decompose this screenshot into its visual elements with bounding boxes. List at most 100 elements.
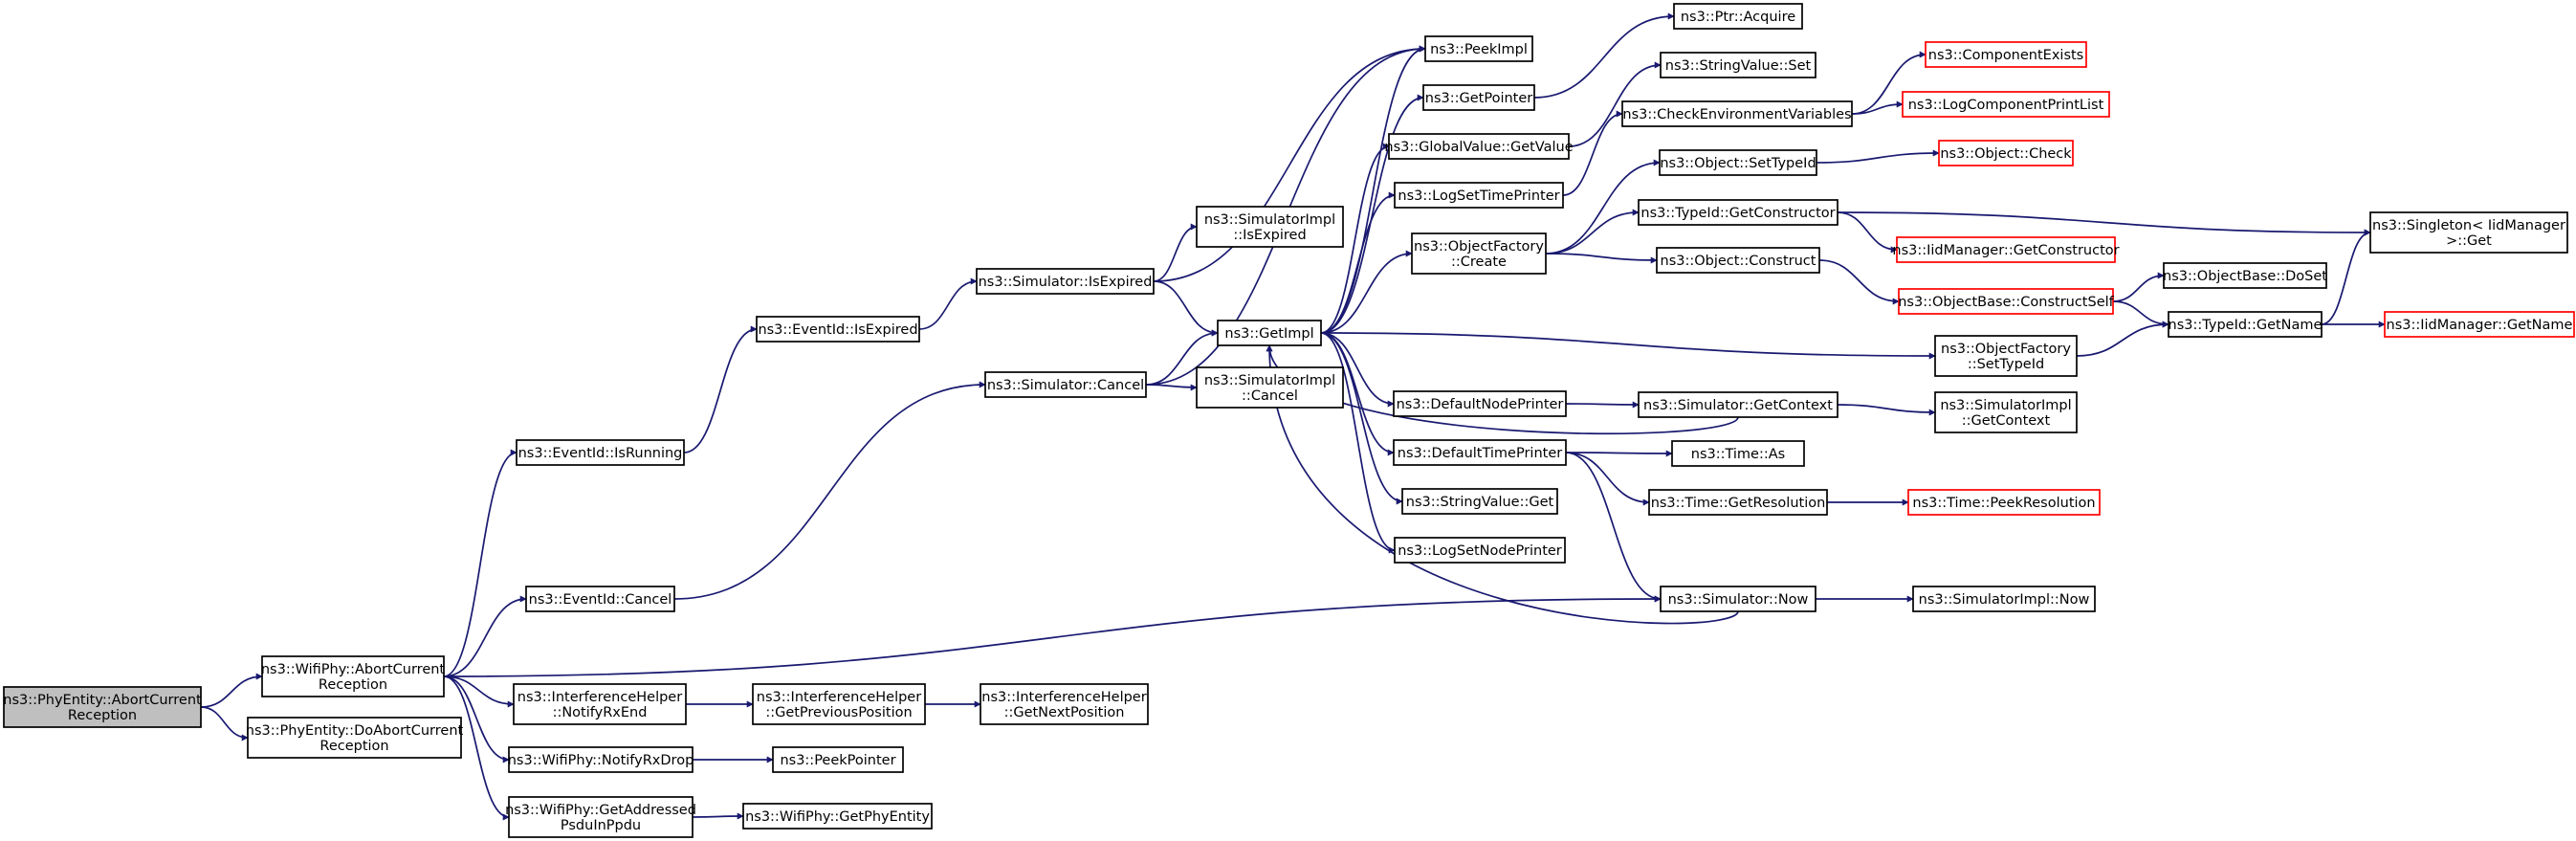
node-ih-getprev[interactable]: ns3::InterferenceHelper::GetPreviousPosi… <box>752 683 926 725</box>
node-box[interactable] <box>1925 41 2087 68</box>
node-box[interactable] <box>2369 211 2568 254</box>
node-box[interactable] <box>1660 52 1816 78</box>
node-box[interactable] <box>1671 440 1805 467</box>
node-box[interactable] <box>1659 149 1817 176</box>
node-box[interactable] <box>1638 391 1838 418</box>
node-sim-cancel[interactable]: ns3::Simulator::Cancel <box>984 371 1147 398</box>
node-box[interactable] <box>261 655 445 697</box>
node-box[interactable] <box>1898 288 2114 315</box>
node-objbase-doset[interactable]: ns3::ObjectBase::DoSet <box>2163 262 2327 289</box>
node-sim-expired[interactable]: ns3::Simulator::IsExpired <box>976 268 1155 295</box>
node-box[interactable] <box>1393 439 1567 466</box>
node-compexists[interactable]: ns3::ComponentExists <box>1925 41 2087 68</box>
node-box[interactable] <box>1394 537 1566 564</box>
node-box[interactable] <box>516 439 685 466</box>
node-evt-expired[interactable]: ns3::EventId::IsExpired <box>756 316 920 343</box>
node-defnodeprinter[interactable]: ns3::DefaultNodePrinter <box>1393 390 1567 417</box>
node-of-settypeid[interactable]: ns3::ObjectFactory::SetTypeId <box>1934 335 2078 377</box>
node-typeid-getctor[interactable]: ns3::TypeId::GetConstructor <box>1638 199 1838 226</box>
node-box[interactable] <box>1196 366 1344 409</box>
node-box[interactable] <box>1388 133 1570 160</box>
node-box[interactable] <box>980 683 1149 725</box>
node-singleton-get[interactable]: ns3::Singleton< IidManager >::Get <box>2369 211 2568 254</box>
node-strval-get[interactable]: ns3::StringValue::Get <box>1401 488 1558 515</box>
node-box[interactable] <box>1621 100 1853 127</box>
node-box[interactable] <box>247 717 462 759</box>
node-box[interactable] <box>1896 236 2116 263</box>
node-box[interactable] <box>1196 206 1344 248</box>
node-checkenv[interactable]: ns3::CheckEnvironmentVariables <box>1621 100 1853 127</box>
node-simimpl-now[interactable]: ns3::SimulatorImpl::Now <box>1912 586 2096 612</box>
node-box[interactable] <box>1648 489 1828 516</box>
node-box[interactable] <box>756 316 920 343</box>
node-box[interactable] <box>513 683 687 725</box>
node-obj-settypeid[interactable]: ns3::Object::SetTypeId <box>1659 149 1817 176</box>
node-box[interactable] <box>984 371 1147 398</box>
node-evt-cancel[interactable]: ns3::EventId::Cancel <box>525 586 675 612</box>
node-box[interactable] <box>1907 489 2101 516</box>
node-ih-notify[interactable]: ns3::InterferenceHelper::NotifyRxEnd <box>513 683 687 725</box>
node-time-as[interactable]: ns3::Time::As <box>1671 440 1805 467</box>
node-obj-check[interactable]: ns3::Object::Check <box>1938 140 2074 166</box>
node-getpointer[interactable]: ns3::GetPointer <box>1422 84 1535 111</box>
node-simimpl-expired[interactable]: ns3::SimulatorImpl::IsExpired <box>1196 206 1344 248</box>
node-strval-set[interactable]: ns3::StringValue::Set <box>1660 52 1816 78</box>
node-getimpl[interactable]: ns3::GetImpl <box>1217 320 1322 346</box>
node-evt-running[interactable]: ns3::EventId::IsRunning <box>516 439 685 466</box>
node-time-peekres[interactable]: ns3::Time::PeekResolution <box>1907 489 2101 516</box>
node-box[interactable] <box>1912 586 2096 612</box>
node-iid-getname[interactable]: ns3::IidManager::GetName <box>2384 311 2575 338</box>
node-box[interactable] <box>2168 311 2323 338</box>
node-box[interactable] <box>1401 488 1558 515</box>
node-box[interactable] <box>1902 91 2110 118</box>
node-box[interactable] <box>508 746 694 773</box>
node-logcompprint[interactable]: ns3::LogComponentPrintList <box>1902 91 2110 118</box>
node-box[interactable] <box>1938 140 2074 166</box>
node-box[interactable] <box>1424 35 1533 62</box>
node-box[interactable] <box>1638 199 1838 226</box>
node-box[interactable] <box>1656 247 1820 274</box>
node-box[interactable] <box>1422 84 1535 111</box>
node-simimpl-cancel[interactable]: ns3::SimulatorImpl::Cancel <box>1196 366 1344 409</box>
node-typeid-getname[interactable]: ns3::TypeId::GetName <box>2168 311 2323 338</box>
node-of-create[interactable]: ns3::ObjectFactory::Create <box>1411 232 1547 275</box>
node-box[interactable] <box>752 683 926 725</box>
node-sim-getcontext[interactable]: ns3::Simulator::GetContext <box>1638 391 1838 418</box>
node-box[interactable] <box>1660 586 1816 612</box>
node-box[interactable] <box>1394 182 1564 209</box>
node-box[interactable] <box>1217 320 1322 346</box>
node-deftimeprinter[interactable]: ns3::DefaultTimePrinter <box>1393 439 1567 466</box>
node-box[interactable] <box>976 268 1155 295</box>
node-simimpl-getcontext[interactable]: ns3::SimulatorImpl::GetContext <box>1934 391 2078 433</box>
node-box[interactable] <box>742 803 933 830</box>
node-ptr-acquire[interactable]: ns3::Ptr::Acquire <box>1673 3 1803 30</box>
node-obj-construct[interactable]: ns3::Object::Construct <box>1656 247 1820 274</box>
node-box[interactable] <box>772 746 904 773</box>
node-box[interactable] <box>1411 232 1547 275</box>
node-box[interactable] <box>1673 3 1803 30</box>
node-sim-now[interactable]: ns3::Simulator::Now <box>1660 586 1816 612</box>
node-time-getres[interactable]: ns3::Time::GetResolution <box>1648 489 1828 516</box>
node-ih-getnext[interactable]: ns3::InterferenceHelper::GetNextPosition <box>980 683 1149 725</box>
node-wifi-notifydrop[interactable]: ns3::WifiPhy::NotifyRxDrop <box>508 746 694 773</box>
node-box[interactable] <box>525 586 675 612</box>
node-wifi-getphy[interactable]: ns3::WifiPhy::GetPhyEntity <box>742 803 933 830</box>
node-logsetnode[interactable]: ns3::LogSetNodePrinter <box>1394 537 1566 564</box>
node-gv-getvalue[interactable]: ns3::GlobalValue::GetValue <box>1384 133 1574 160</box>
node-box[interactable] <box>2163 262 2327 289</box>
node-box[interactable] <box>2384 311 2575 338</box>
node-peekpointer[interactable]: ns3::PeekPointer <box>772 746 904 773</box>
node-box[interactable] <box>1934 335 2078 377</box>
node-iid-getctor[interactable]: ns3::IidManager::GetConstructor <box>1892 236 2120 263</box>
node-box[interactable] <box>3 686 202 728</box>
node-box[interactable] <box>1393 390 1567 417</box>
node-peekimpl[interactable]: ns3::PeekImpl <box>1424 35 1533 62</box>
node-box[interactable] <box>1934 391 2078 433</box>
node-box[interactable] <box>508 796 694 838</box>
node-objbase-constructself[interactable]: ns3::ObjectBase::ConstructSelf <box>1898 288 2115 315</box>
node-logsettime[interactable]: ns3::LogSetTimePrinter <box>1394 182 1564 209</box>
